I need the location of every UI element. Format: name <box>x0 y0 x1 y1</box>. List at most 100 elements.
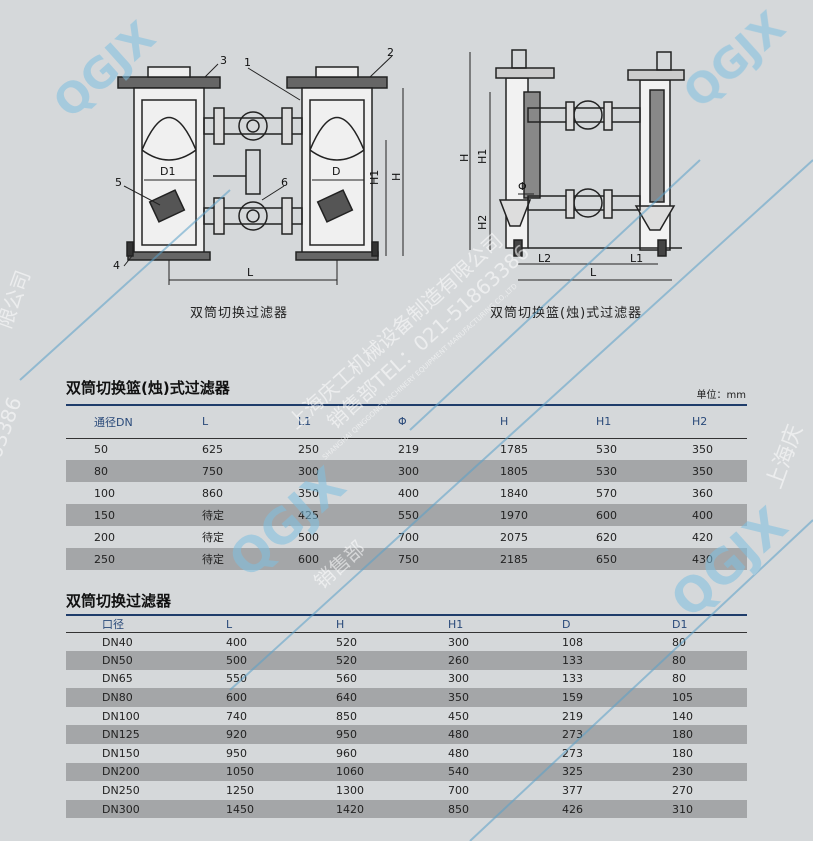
table-cell: DN200 <box>102 765 140 779</box>
table-cell: 550 <box>226 672 247 686</box>
caption-right: 双筒切换篮(烛)式过滤器 <box>490 306 643 321</box>
table-cell: 350 <box>692 464 713 478</box>
table-cell: 273 <box>562 728 583 742</box>
table-cell: 500 <box>226 653 247 667</box>
table-pad-cell <box>66 781 102 800</box>
part-label-2: 2 <box>387 46 394 59</box>
table-cell: 500 <box>298 530 319 544</box>
table-cell: 520 <box>336 635 357 649</box>
table-pad-cell <box>66 633 102 652</box>
table-cell: 273 <box>562 746 583 760</box>
dim-H2-right: H2 <box>476 215 489 230</box>
caption-left: 双筒切换过滤器 <box>190 306 289 321</box>
table-cell: 860 <box>202 486 223 500</box>
table-cell: 133 <box>562 672 583 686</box>
table-cell: 600 <box>226 691 247 705</box>
table-cell: 250 <box>298 442 319 456</box>
table-cell: 850 <box>336 709 357 723</box>
table-pad-cell <box>66 548 94 570</box>
table1-header: 通径DN <box>94 415 133 429</box>
table-cell: 300 <box>398 464 419 478</box>
table-cell: 80 <box>672 672 686 686</box>
table2-header: D1 <box>672 617 688 631</box>
table-cell: 426 <box>562 802 583 816</box>
table-cell: 150 <box>94 508 115 522</box>
table-cell: 620 <box>596 530 617 544</box>
table-cell: 560 <box>336 672 357 686</box>
part-label-3: 3 <box>220 54 227 67</box>
table-cell: DN150 <box>102 746 140 760</box>
table-cell: DN300 <box>102 802 140 816</box>
dim-H: H <box>390 173 403 181</box>
table-cell: 550 <box>398 508 419 522</box>
table-cell: 1805 <box>500 464 528 478</box>
table-cell: 400 <box>398 486 419 500</box>
table-cell: 960 <box>336 746 357 760</box>
dim-H1: H1 <box>368 170 381 185</box>
table1-header-row: 通径DN L L1 Φ H H1 H2 <box>66 405 747 438</box>
table-cell: 360 <box>692 486 713 500</box>
table-cell: 260 <box>448 653 469 667</box>
table-cell: DN40 <box>102 635 133 649</box>
table2-header: D <box>562 617 571 631</box>
watermark-company-short: 上海庆 <box>762 421 808 492</box>
table-cell: 400 <box>226 635 247 649</box>
table-cell: 700 <box>448 784 469 798</box>
table-cell: 105 <box>672 691 693 705</box>
table-cell: 530 <box>596 442 617 456</box>
table-cell: 133 <box>562 653 583 667</box>
table-cell: DN125 <box>102 728 140 742</box>
part-label-5: 5 <box>115 176 122 189</box>
table-cell: 1840 <box>500 486 528 500</box>
table-cell: 1970 <box>500 508 528 522</box>
table-cell: 530 <box>596 464 617 478</box>
table2-header-row: 口径 L H H1 D D1 <box>66 615 747 633</box>
table-cell: DN250 <box>102 784 140 798</box>
watermark-phone-fragment: 63386 <box>0 394 26 462</box>
dim-L1: L1 <box>630 252 643 265</box>
table-cell: 570 <box>596 486 617 500</box>
table-cell: 1785 <box>500 442 528 456</box>
table-cell: 180 <box>672 728 693 742</box>
table-cell: 950 <box>226 746 247 760</box>
table1-title: 双筒切换篮(烛)式过滤器 <box>66 379 230 397</box>
table-pad-cell <box>66 688 102 707</box>
table-pad-cell <box>66 526 94 548</box>
table-pad-cell <box>66 707 102 726</box>
table-cell: 待定 <box>202 531 224 544</box>
table-cell: 400 <box>692 508 713 522</box>
table-cell: 430 <box>692 552 713 566</box>
table-pad-cell <box>66 800 102 819</box>
table-cell: 600 <box>596 508 617 522</box>
table1-header: Φ <box>398 415 407 429</box>
table-cell: 50 <box>94 442 108 456</box>
table-cell: 80 <box>672 653 686 667</box>
dim-D1: D1 <box>160 165 175 178</box>
table-cell: 650 <box>596 552 617 566</box>
table1-header: H1 <box>596 415 612 429</box>
table-cell: 80 <box>94 464 108 478</box>
table-cell: 1420 <box>336 802 364 816</box>
table-cell: 310 <box>672 802 693 816</box>
table-cell: 2185 <box>500 552 528 566</box>
table-pad-cell <box>66 438 94 460</box>
table-cell: 80 <box>672 635 686 649</box>
table2-header: L <box>226 617 233 631</box>
dim-L2: L2 <box>538 252 551 265</box>
table2-title: 双筒切换过滤器 <box>66 592 172 610</box>
drawing-right-labels: H1 H H2 Φ L2 L L1 <box>458 149 643 279</box>
table-cell: 325 <box>562 765 583 779</box>
table-cell: 950 <box>336 728 357 742</box>
table-cell: 750 <box>398 552 419 566</box>
table1-header: H2 <box>692 415 708 429</box>
table-cell: 450 <box>448 709 469 723</box>
table-cell: 待定 <box>202 553 224 566</box>
table-cell: 100 <box>94 486 115 500</box>
